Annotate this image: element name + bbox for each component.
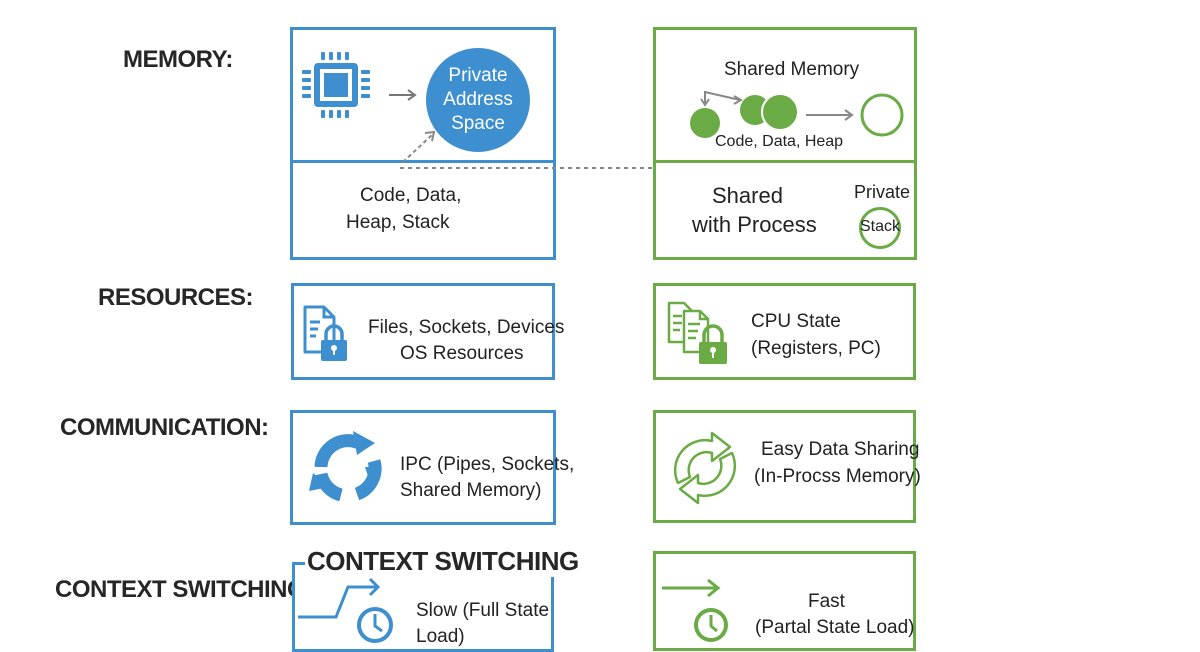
dashed-arrow-icon xyxy=(402,130,436,163)
thread-memory-divider xyxy=(656,160,914,163)
process-memory-divider xyxy=(293,160,553,163)
thread-context-line2: (Partal State Load) xyxy=(755,617,915,638)
thread-memory-box: Shared Memory Code, Data, Heap Shared wi… xyxy=(653,27,917,260)
private-label: Private xyxy=(854,182,911,202)
private-address-space-circle: Private Address Space xyxy=(426,48,530,152)
thread-resources-box: CPU State (Registers, PC) xyxy=(653,283,916,380)
row-label-resources: RESOURCES: xyxy=(98,284,254,311)
process-memory-box: Private Address Space Code, Data, Heap, … xyxy=(290,27,556,260)
thread-circle-icon xyxy=(690,108,720,138)
shared-memory-caption: Code, Data, Heap xyxy=(715,133,844,150)
arrow-right-icon xyxy=(389,89,417,101)
cpu-chip-icon xyxy=(302,52,370,118)
thread-circle-icon xyxy=(761,93,799,131)
shared-memory-diagram xyxy=(690,90,904,138)
thread-memory-line2: with Process xyxy=(692,212,817,237)
thread-memory-line1: Shared xyxy=(712,183,783,208)
circle-text-line1: Private xyxy=(448,65,508,86)
thread-context-box: Fast (Partal State Load) xyxy=(653,551,916,651)
step-arrow-icon xyxy=(298,577,381,619)
process-resources-box: Files, Sockets, Devices OS Resources xyxy=(291,283,564,380)
row-label-communication: COMMUNICATION: xyxy=(60,414,269,441)
thread-context-line1: Fast xyxy=(808,591,845,612)
process-resources-line2: OS Resources xyxy=(400,343,524,364)
context-switching-overlay-title: CONTEXT SWITCHING xyxy=(305,546,581,577)
process-context-line2: Load) xyxy=(416,626,465,647)
process-memory-text-line1: Code, Data, xyxy=(360,185,462,206)
row-label-memory: MEMORY: xyxy=(123,46,233,73)
circle-text-line2: Address xyxy=(443,89,513,110)
document-lock-icon xyxy=(303,305,347,361)
shared-memory-title: Shared Memory xyxy=(724,59,860,80)
clock-icon xyxy=(694,608,728,642)
thread-resources-line1: CPU State xyxy=(751,311,841,332)
clock-icon xyxy=(357,607,393,643)
documents-lock-icon xyxy=(667,301,727,364)
empty-circle-icon xyxy=(860,93,904,137)
sync-arrows-icon xyxy=(673,431,737,505)
process-communication-box: IPC (Pipes, Sockets, Shared Memory) xyxy=(290,410,574,525)
process-communication-line1: IPC (Pipes, Sockets, xyxy=(400,454,575,475)
process-memory-text-line2: Heap, Stack xyxy=(346,212,450,233)
process-context-line1: Slow (Full State xyxy=(416,600,550,621)
thread-resources-line2: (Registers, PC) xyxy=(751,338,881,359)
process-communication-line2: Shared Memory) xyxy=(400,480,542,501)
bent-arrow-icon xyxy=(704,90,741,103)
thread-communication-line2: (In-Procss Memory) xyxy=(754,466,921,487)
cycle-arrows-icon xyxy=(309,431,382,502)
thread-communication-box: Easy Data Sharing (In-Procss Memory) xyxy=(653,410,921,523)
process-resources-line1: Files, Sockets, Devices xyxy=(368,317,565,338)
stack-label: Stack xyxy=(859,218,900,235)
row-label-context-switching: CONTEXT SWITCHING xyxy=(55,576,306,603)
arrow-right-icon xyxy=(662,578,721,598)
circle-text-line3: Space xyxy=(451,113,505,134)
thread-communication-line1: Easy Data Sharing xyxy=(761,439,920,460)
private-stack-circle: Stack xyxy=(859,207,901,249)
